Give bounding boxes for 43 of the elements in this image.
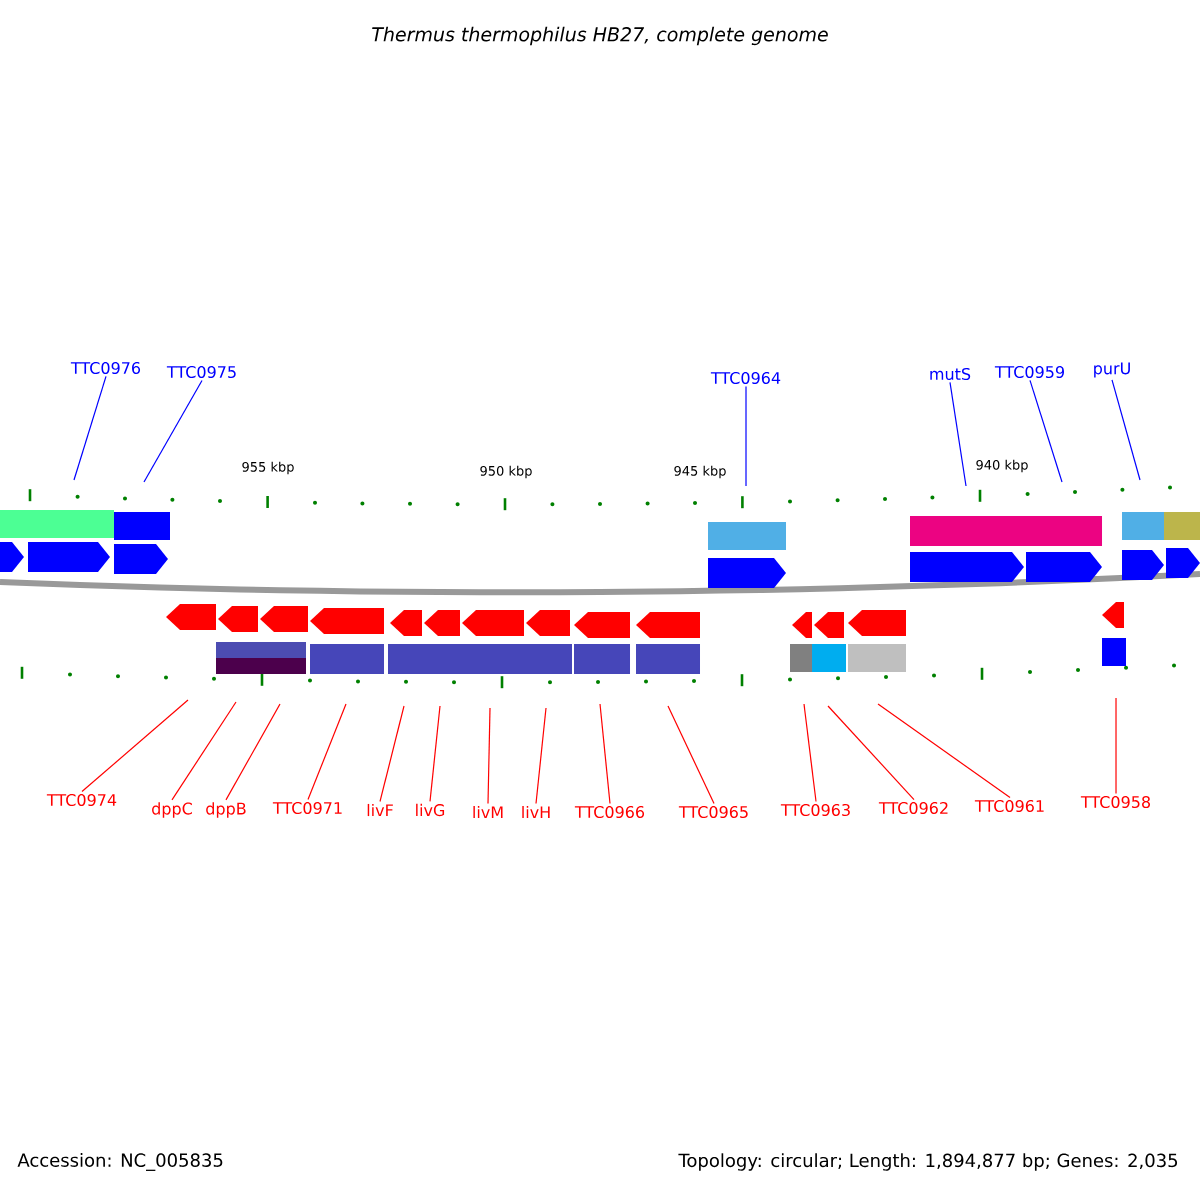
gene-label: TTC0959: [994, 365, 1064, 379]
gene-label: TTC0963: [780, 803, 850, 817]
info-text: Topology: circular; Length: 1,894,877 bp; Genes: 2,035: [678, 1153, 1178, 1171]
gene-label: livH: [522, 805, 550, 819]
leader-line: [803, 703, 817, 803]
gene-label: TTC0961: [974, 799, 1044, 813]
leader-line: [949, 381, 967, 487]
leader-line: [535, 707, 547, 805]
gene-label: TTC0976: [70, 361, 141, 375]
leader-line: [307, 703, 347, 801]
leader-line: [171, 701, 237, 801]
gene-label: TTC0974: [46, 793, 117, 807]
gene-label: TTC0962: [878, 801, 948, 815]
leader-line: [225, 703, 281, 801]
leader-line: [73, 375, 107, 481]
leader-line: [81, 699, 189, 793]
gene-label: TTC0965: [678, 805, 748, 819]
leader-line: [143, 379, 203, 483]
leader-line: [1115, 697, 1117, 795]
gene-label: livF: [367, 803, 393, 817]
leader-line: [429, 705, 441, 802]
leader-line: [379, 705, 405, 803]
gene-label: livM: [473, 805, 503, 819]
leader-line: [667, 705, 715, 805]
title: Thermus thermophilus HB27, complete genome: [372, 26, 828, 46]
gene-label: mutS: [930, 367, 971, 381]
gene-label: TTC0958: [1080, 795, 1151, 809]
gene-label: purU: [1094, 362, 1130, 378]
leader-line: [827, 705, 915, 801]
leader-line: [745, 385, 747, 487]
leader-line: [1029, 379, 1063, 483]
gene-label: TTC0971: [272, 801, 342, 815]
leader-line: [1111, 379, 1141, 481]
gene-label: TTC0975: [166, 365, 236, 379]
leader-line: [877, 703, 1011, 799]
leader-line: [487, 707, 491, 805]
gene-label: dppC: [152, 802, 192, 818]
leader-line: [599, 703, 611, 805]
gene-label: livG: [416, 803, 445, 817]
gene-label: TTC0966: [574, 805, 645, 819]
info-text: Accession: NC_005835: [17, 1153, 223, 1171]
gene-label: dppB: [206, 802, 246, 818]
gene-label: TTC0964: [710, 371, 781, 385]
